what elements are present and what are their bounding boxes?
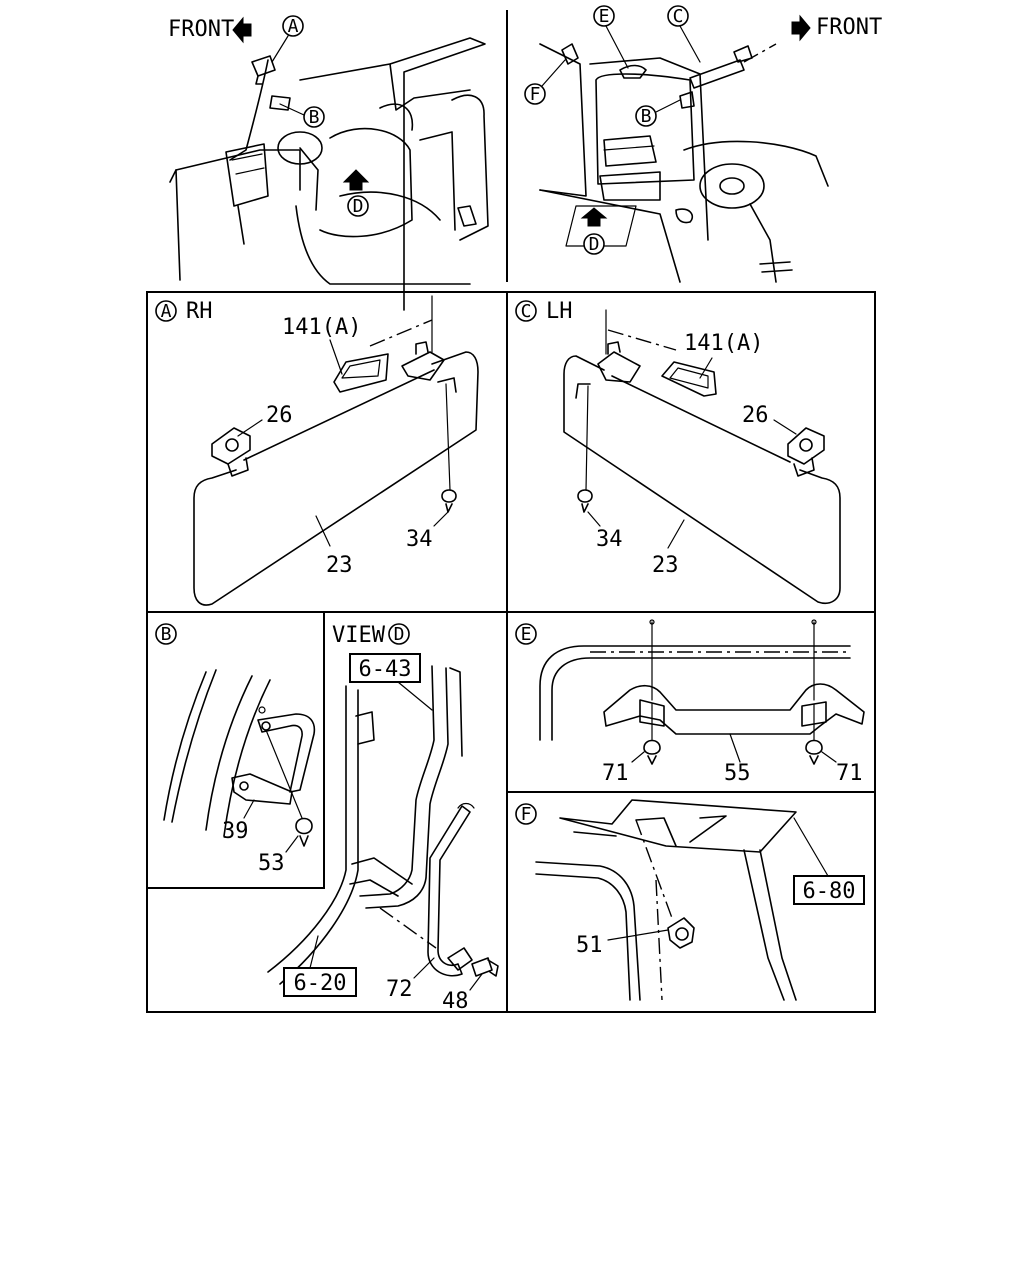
clip-26-lh bbox=[787, 427, 825, 465]
callout-e: E bbox=[599, 6, 610, 27]
callout-b-left: B bbox=[309, 107, 320, 128]
handle-55 bbox=[603, 683, 865, 735]
panel-view-d: VIEW D 6-43 72 48 6-20 bbox=[267, 623, 499, 1014]
panel-a: A RH 141(A) 26 34 23 bbox=[155, 295, 479, 606]
part-39: 39 bbox=[222, 819, 249, 844]
hinge-lh bbox=[597, 351, 641, 383]
clip-51 bbox=[667, 917, 695, 949]
panel-c: C LH 141(A) 26 34 23 bbox=[515, 299, 841, 604]
panel-d-letter: D bbox=[394, 624, 405, 645]
view-d-arrow-right-icon bbox=[580, 207, 608, 227]
overview-left: FRONT A B D bbox=[168, 15, 489, 311]
part-141-lh: 141(A) bbox=[684, 331, 763, 356]
screw-53 bbox=[295, 817, 313, 847]
part-23-lh: 23 bbox=[652, 553, 679, 578]
part-72: 72 bbox=[386, 977, 413, 1002]
front-arrow-right-icon bbox=[791, 14, 811, 42]
ref-box-6-43 bbox=[349, 653, 421, 683]
callout-d-left: D bbox=[353, 196, 364, 217]
panel-a-circle bbox=[155, 300, 177, 322]
ref-6-20: 6-20 bbox=[294, 971, 347, 996]
part-141-rh: 141(A) bbox=[282, 315, 361, 340]
panel-b-circle bbox=[155, 623, 177, 645]
part-34-lh: 34 bbox=[596, 527, 623, 552]
hinge-rh bbox=[401, 351, 445, 381]
panel-e-circle bbox=[515, 623, 537, 645]
visor-23-lh bbox=[563, 355, 841, 604]
view-d-arrow-left-icon bbox=[342, 169, 370, 191]
panel-e: E 71 55 71 bbox=[515, 619, 865, 786]
screw-71-left bbox=[643, 739, 661, 765]
part-55: 55 bbox=[724, 761, 751, 786]
part-71-right: 71 bbox=[836, 761, 863, 786]
part-23-rh: 23 bbox=[326, 553, 353, 578]
part-26-rh: 26 bbox=[266, 403, 293, 428]
panel-f-letter: F bbox=[521, 804, 532, 825]
part-34-rh: 34 bbox=[406, 527, 433, 552]
front-label-left: FRONT bbox=[168, 17, 234, 42]
part-26-lh: 26 bbox=[742, 403, 769, 428]
cover-141-lh bbox=[661, 361, 717, 397]
cover-141-rh bbox=[333, 353, 389, 393]
panel-b: B 39 53 bbox=[155, 623, 316, 876]
grab-bar-72 bbox=[427, 805, 471, 977]
ref-box-6-20 bbox=[283, 967, 357, 997]
panel-f: F 51 6-80 bbox=[515, 799, 865, 1001]
ref-6-43: 6-43 bbox=[359, 657, 412, 682]
clip-26-rh bbox=[211, 427, 251, 465]
callout-c: C bbox=[673, 6, 684, 27]
callout-a-circle bbox=[282, 15, 304, 37]
callout-b-right: B bbox=[641, 106, 652, 127]
callout-c-circle bbox=[667, 5, 689, 27]
panel-c-circle bbox=[515, 300, 537, 322]
panel-f-circle bbox=[515, 803, 537, 825]
part-48: 48 bbox=[442, 989, 469, 1014]
callout-f-circle bbox=[524, 83, 546, 105]
view-label: VIEW bbox=[332, 623, 386, 648]
part-71-left: 71 bbox=[602, 761, 629, 786]
part-51: 51 bbox=[576, 933, 603, 958]
callout-b-left-circle bbox=[303, 106, 325, 128]
screw-71-right bbox=[805, 739, 823, 765]
front-label-right: FRONT bbox=[816, 15, 882, 40]
detail-frame bbox=[146, 291, 876, 1013]
callout-d-right: D bbox=[589, 234, 600, 255]
callout-e-circle bbox=[593, 5, 615, 27]
visor-23-rh bbox=[193, 351, 479, 606]
panel-d-circle bbox=[388, 623, 410, 645]
callout-d-left-circle bbox=[347, 195, 369, 217]
bolt-48 bbox=[471, 957, 499, 977]
callout-b-right-circle bbox=[635, 105, 657, 127]
callout-f: F bbox=[530, 84, 541, 105]
overview-right: FRONT E C B F D bbox=[524, 5, 882, 283]
front-arrow-left-icon bbox=[232, 16, 252, 44]
part-53: 53 bbox=[258, 851, 285, 876]
ref-box-6-80 bbox=[793, 875, 865, 905]
screw-34-rh bbox=[441, 489, 457, 513]
panel-c-letter: C bbox=[521, 301, 532, 322]
panel-a-side: RH bbox=[186, 299, 213, 324]
panel-e-letter: E bbox=[521, 624, 532, 645]
callout-a: A bbox=[288, 16, 299, 37]
ref-6-80: 6-80 bbox=[803, 879, 856, 904]
callout-d-right-circle bbox=[583, 233, 605, 255]
panel-a-letter: A bbox=[161, 301, 172, 322]
panel-b-letter: B bbox=[161, 624, 172, 645]
screw-34-lh bbox=[577, 489, 593, 513]
panel-c-side: LH bbox=[546, 299, 573, 324]
